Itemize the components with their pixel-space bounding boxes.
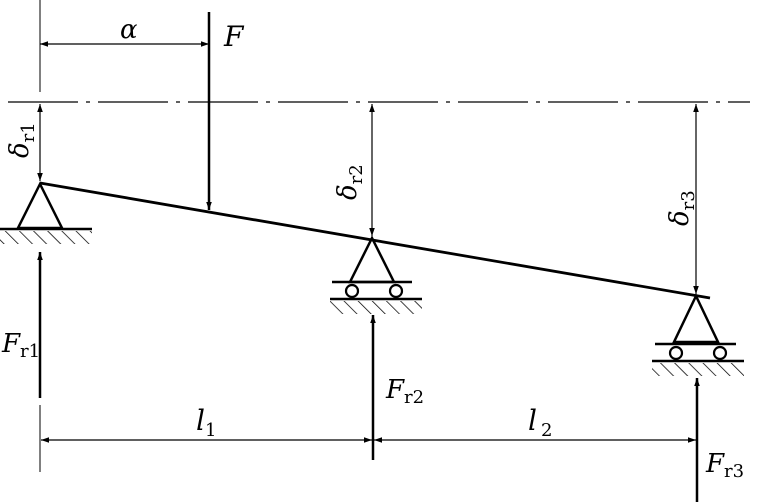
support-2-roller	[330, 235, 422, 314]
force-f-label: F	[223, 20, 245, 53]
reaction-fr2-label: Fr2	[385, 375, 424, 408]
reaction-fr3-label: Fr3	[705, 449, 744, 482]
delta-r3-label: δr3	[665, 190, 699, 226]
dimension-l1-label: l1	[196, 404, 216, 441]
reaction-fr1-label: Fr1	[1, 329, 40, 362]
delta-r2-label: δr2	[333, 164, 367, 200]
support-3-roller	[652, 293, 744, 376]
delta-r1-label: δr1	[5, 122, 39, 158]
dimension-a-label: α	[120, 15, 138, 45]
beam	[39, 181, 711, 300]
support-1-pinned	[0, 181, 92, 244]
